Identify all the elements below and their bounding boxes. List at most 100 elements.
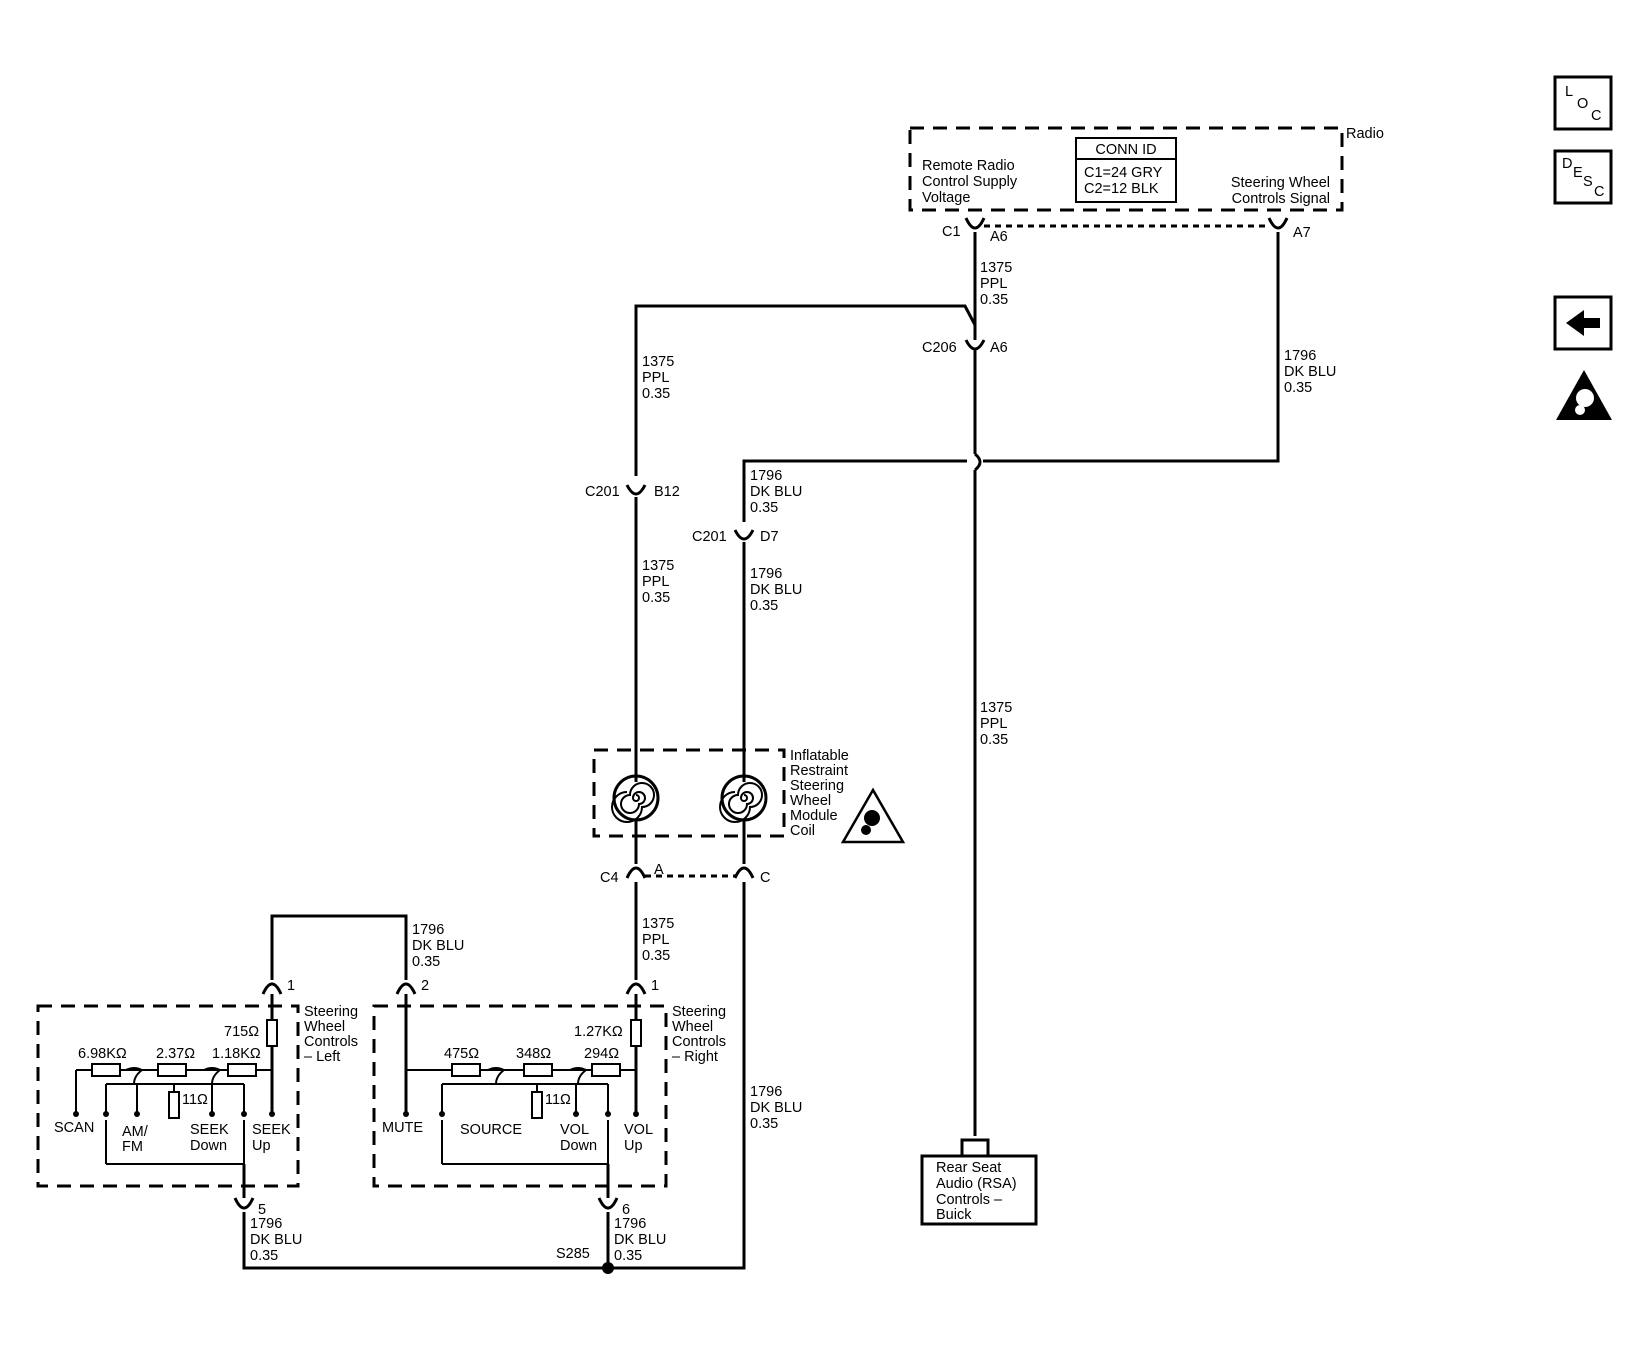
- desc-icon[interactable]: D E S C: [1553, 149, 1613, 205]
- splice-s285: [602, 1262, 614, 1274]
- svg-text:D: D: [1562, 156, 1572, 172]
- wire-label-1375-ppl-j: 1375: [642, 558, 674, 574]
- coil-spiral-left: [611, 774, 660, 823]
- coil-module: Inflatable Restraint Steering Wheel Modu…: [592, 748, 906, 844]
- wire-label-1375-ppl-l: 0.35: [642, 590, 670, 606]
- wire-label-1796-dkblu-c: 0.35: [1284, 380, 1312, 396]
- wire-label-1796-dkblu-o: 0.35: [412, 954, 440, 970]
- svg-text:O: O: [1577, 96, 1588, 112]
- radio-label: Radio: [1346, 126, 1384, 142]
- switch-vol-down-2: Down: [560, 1138, 597, 1154]
- swc-left-line-2: Wheel: [304, 1019, 345, 1035]
- loc-icon[interactable]: L O C: [1553, 75, 1613, 131]
- conn-c1-label: C1: [942, 224, 961, 240]
- conn-c1-pin-a7: A7: [1293, 225, 1311, 241]
- switch-amfm-1: AM/: [122, 1124, 149, 1140]
- conn-c4-pin-c: C: [760, 870, 770, 886]
- conn-c206-label: C206: [922, 340, 957, 356]
- rsa-line-1: Rear Seat: [936, 1160, 1001, 1176]
- res-right-2: 348Ω: [516, 1046, 551, 1062]
- res-left-3: 1.18KΩ: [212, 1046, 261, 1062]
- airbag-warning-icon-side[interactable]: [1556, 370, 1612, 420]
- svg-text:C: C: [1591, 108, 1601, 124]
- wire-label-1796-dkblu-i: 0.35: [750, 598, 778, 614]
- rsa-line-4: Buick: [936, 1207, 972, 1223]
- switch-source: SOURCE: [460, 1122, 522, 1138]
- res-left-4: 11Ω: [182, 1092, 208, 1108]
- coil-line-6: Coil: [790, 823, 815, 839]
- wire-label-1375-ppl-d: 1375: [642, 354, 674, 370]
- wire-label-1796-dkblu-n: DK BLU: [412, 938, 464, 954]
- wire-label-1796-dkblu-e: DK BLU: [750, 484, 802, 500]
- wire-label-1375-ppl-n: PPL: [642, 932, 669, 948]
- radio-signal-line-2: Controls Signal: [1232, 191, 1330, 207]
- conn-id-line-2: C2=12 BLK: [1084, 181, 1159, 197]
- wire-label-1375-ppl-f: 0.35: [642, 386, 670, 402]
- wire-label-1796-dkblu-l: 0.35: [750, 1116, 778, 1132]
- wire-label-1796-dkblu-g: 1796: [750, 566, 782, 582]
- wire-label-1375-ppl-h: PPL: [980, 716, 1007, 732]
- conn-left-pin-5: 5: [258, 1202, 266, 1218]
- rsa-line-3: Controls –: [936, 1192, 1003, 1208]
- wire-label-1375-ppl-a: 1375: [980, 260, 1012, 276]
- wire-label-1375-ppl-o: 0.35: [642, 948, 670, 964]
- res-left-2: 2.37Ω: [156, 1046, 195, 1062]
- radio-supply-line-2: Control Supply: [922, 174, 1018, 190]
- steering-wheel-controls-right: Steering Wheel Controls – Right 1.27KΩ 4…: [372, 994, 726, 1218]
- conn-id-table: CONN ID C1=24 GRY C2=12 BLK: [1075, 137, 1177, 203]
- wire-label-1375-ppl-c: 0.35: [980, 292, 1008, 308]
- svg-text:S: S: [1583, 174, 1593, 190]
- swc-left-line-3: Controls: [304, 1034, 358, 1050]
- coil-line-4: Wheel: [790, 793, 831, 809]
- wire-label-1796-dkblu-h: DK BLU: [750, 582, 802, 598]
- wire-label-1796-dkblu-t: DK BLU: [614, 1232, 666, 1248]
- res-right-3: 294Ω: [584, 1046, 619, 1062]
- radio-supply-line-1: Remote Radio: [922, 158, 1015, 174]
- conn-c4-pin-a: A: [654, 862, 664, 878]
- wire-label-1796-dkblu-a: 1796: [1284, 348, 1316, 364]
- wire-label-1796-dkblu-s: 1796: [614, 1216, 646, 1232]
- radio-supply-line-3: Voltage: [922, 190, 970, 206]
- wire-label-1796-dkblu-p: 1796: [250, 1216, 282, 1232]
- swc-right-line-4: – Right: [672, 1049, 718, 1065]
- conn-left-pin-1: 1: [287, 978, 295, 994]
- switch-mute: MUTE: [382, 1120, 423, 1136]
- conn-id-line-1: C1=24 GRY: [1084, 165, 1163, 181]
- wire-label-1796-dkblu-m: 1796: [412, 922, 444, 938]
- wire-label-1375-ppl-e: PPL: [642, 370, 669, 386]
- airbag-warning-icon: [840, 787, 906, 844]
- conn-id-title: CONN ID: [1095, 142, 1156, 158]
- conn-c201-b12-pin: B12: [654, 484, 680, 500]
- swc-left-line-1: Steering: [304, 1004, 358, 1020]
- switch-vol-down-1: VOL: [560, 1122, 589, 1138]
- res-left-1: 6.98KΩ: [78, 1046, 127, 1062]
- wire-label-1375-ppl-g: 1375: [980, 700, 1012, 716]
- svg-text:C: C: [1594, 184, 1604, 200]
- switch-seek-up-2: Up: [252, 1138, 271, 1154]
- rsa-line-2: Audio (RSA): [936, 1176, 1017, 1192]
- conn-c206-pin: A6: [990, 340, 1008, 356]
- res-left-top: 715Ω: [224, 1024, 259, 1040]
- wire-label-1796-dkblu-u: 0.35: [614, 1248, 642, 1264]
- svg-text:L: L: [1565, 84, 1573, 100]
- wire-label-1796-dkblu-j: 1796: [750, 1084, 782, 1100]
- swc-right-line-3: Controls: [672, 1034, 726, 1050]
- switch-vol-up-1: VOL: [624, 1122, 653, 1138]
- wire-label-1796-dkblu-k: DK BLU: [750, 1100, 802, 1116]
- wire-label-1375-ppl-k: PPL: [642, 574, 669, 590]
- coil-spiral-right: [719, 774, 768, 823]
- coil-line-3: Steering: [790, 778, 844, 794]
- back-arrow-icon[interactable]: [1553, 295, 1613, 351]
- conn-c201-d7-pin: D7: [760, 529, 779, 545]
- conn-c201-b12-label: C201: [585, 484, 620, 500]
- coil-line-5: Module: [790, 808, 838, 824]
- conn-c1-pin-a6: A6: [990, 229, 1008, 245]
- conn-right-pin-2: 2: [421, 978, 429, 994]
- radio-signal-line-1: Steering Wheel: [1231, 175, 1330, 191]
- switch-scan: SCAN: [54, 1120, 94, 1136]
- conn-c201-d7-label: C201: [692, 529, 727, 545]
- wire-label-1375-ppl-i: 0.35: [980, 732, 1008, 748]
- wire-label-1796-dkblu-r: 0.35: [250, 1248, 278, 1264]
- radio-module: Radio Remote Radio Control Supply Voltag…: [908, 126, 1384, 212]
- rsa-controls-module: Rear Seat Audio (RSA) Controls – Buick: [920, 1138, 1038, 1226]
